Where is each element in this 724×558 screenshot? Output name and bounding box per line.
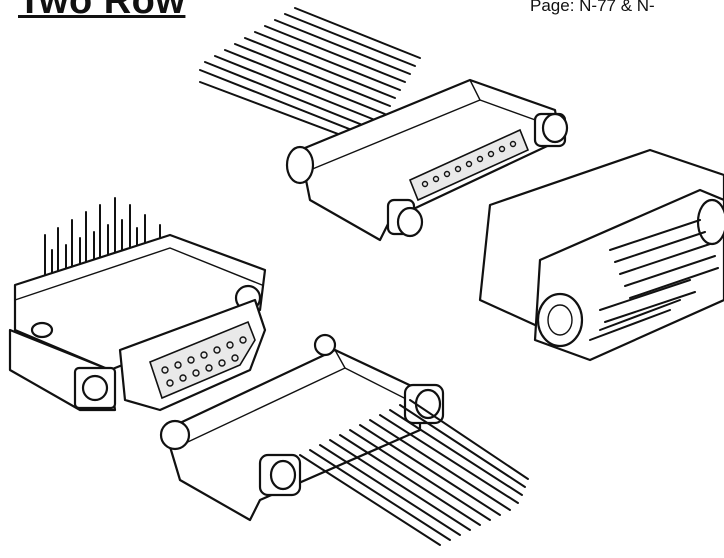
left-pcb-connector	[8, 197, 267, 412]
bottom-connector-wires	[299, 399, 529, 546]
top-connector-jackscrew-left	[285, 145, 424, 238]
top-cable-connector	[199, 7, 569, 242]
bottom-connector-jackscrew-left	[159, 419, 302, 497]
top-connector-wires	[199, 7, 421, 147]
top-connector-jackscrew-right	[533, 112, 569, 148]
right-connector-pins	[589, 219, 719, 341]
right-pcb-connector	[478, 148, 724, 362]
page-title: Two Row	[18, 0, 186, 22]
page-reference: Page: N-77 & N-	[530, 0, 655, 15]
left-connector-sockets	[161, 336, 247, 387]
bottom-cable-connector	[159, 333, 529, 546]
top-connector-contacts	[421, 140, 517, 188]
right-connector-mount-hole	[536, 292, 584, 348]
